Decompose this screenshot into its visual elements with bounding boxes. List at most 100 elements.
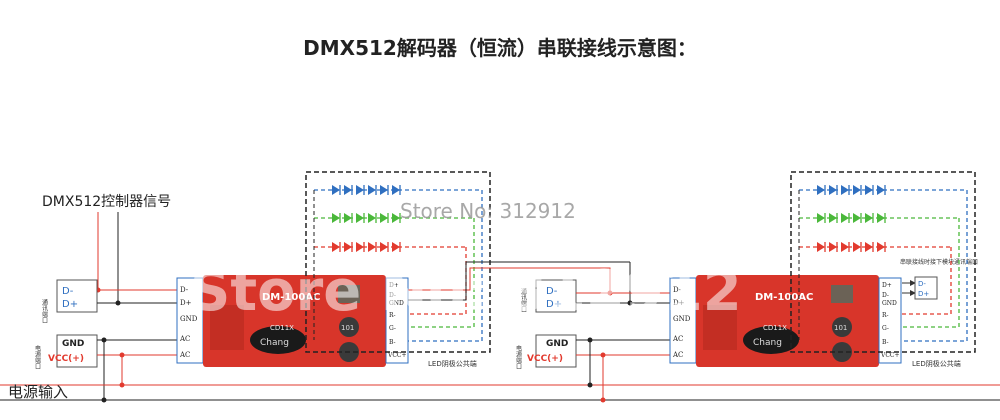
led-common-label-right: LED阴极公共端 <box>912 359 961 368</box>
power-port-label: 电源端口 <box>34 344 41 370</box>
led-diode-icon <box>344 242 352 252</box>
board2-brand-label: Chang <box>753 338 782 348</box>
board-brand-label: Chang <box>260 338 289 348</box>
comm2-pin-d-minus: D- <box>546 286 558 297</box>
pin-left-gnd: GND <box>180 315 198 323</box>
board2-chip-label: CD11X <box>763 324 787 332</box>
serial-note: 串联接线时接下模块通讯端口 <box>900 258 978 266</box>
led-diode-icon <box>853 213 861 223</box>
comm-pin-d-minus: D- <box>62 286 74 297</box>
controller-signal-label: DMX512控制器信号 <box>42 194 171 210</box>
led-strings-left <box>313 185 483 342</box>
pin2-left-ac2: AC <box>672 351 683 359</box>
comm-pin-d-plus: D+ <box>62 299 78 310</box>
led-diode-icon <box>356 185 364 195</box>
led-common-label-left: LED阴极公共端 <box>428 359 477 368</box>
led-diode-icon <box>853 242 861 252</box>
board-inductor-label: 101 <box>341 324 354 332</box>
pin-right-r: R- <box>389 312 396 319</box>
led-diode-icon <box>368 242 376 252</box>
pin2-left-d-minus: D- <box>673 286 682 294</box>
board-model-label: DM-100AC <box>262 292 320 303</box>
decoder-module-left: D- D+ 通讯端口 GND VCC(+) 电源端口 D- D+ GND AC … <box>34 171 491 400</box>
pin-right-gnd: GND <box>389 300 404 307</box>
led-diode-icon <box>853 185 861 195</box>
store-watermark: Store No: 312912 <box>400 199 576 223</box>
power-pin-vcc: VCC(+) <box>48 354 84 364</box>
led-strings-right <box>798 185 968 342</box>
led-diode-icon <box>392 242 400 252</box>
power2-port-label: 电源端口 <box>515 344 522 370</box>
pin2-right-r: R- <box>882 312 889 319</box>
led-diode-icon <box>817 185 825 195</box>
power2-pin-gnd: GND <box>546 339 568 349</box>
led-diode-icon <box>344 185 352 195</box>
led-diode-icon <box>877 185 885 195</box>
diagram-title: DMX512解码器（恒流）串联接线示意图： <box>303 36 697 60</box>
led-return-wire <box>901 190 968 342</box>
led-diode-icon <box>829 242 837 252</box>
power-input-label: 电源输入 <box>8 383 68 401</box>
pin-left-ac2: AC <box>179 351 190 359</box>
led-diode-icon <box>356 213 364 223</box>
led-diode-icon <box>865 213 873 223</box>
pin-right-d-minus: D- <box>389 292 396 299</box>
led-diode-icon <box>356 242 364 252</box>
led-diode-icon <box>380 242 388 252</box>
board-chip-label: CD11X <box>270 324 294 332</box>
next-pin-d-plus: D+ <box>918 290 929 298</box>
pin2-right-d-plus: D+ <box>882 282 892 289</box>
pin2-right-gnd: GND <box>882 300 897 307</box>
pin2-right-b: B- <box>882 339 889 346</box>
led-diode-icon <box>332 185 340 195</box>
pin-left-d-minus: D- <box>180 286 189 294</box>
led-diode-icon <box>841 213 849 223</box>
led-diode-icon <box>877 213 885 223</box>
led-diode-icon <box>817 242 825 252</box>
led-return-wire <box>408 218 475 328</box>
pin-right-g: G- <box>389 325 396 332</box>
pin2-left-ac1: AC <box>672 335 683 343</box>
pin-right-b: B- <box>389 339 396 346</box>
power2-pin-vcc: VCC(+) <box>527 354 563 364</box>
power-pin-gnd: GND <box>62 339 84 349</box>
pin-right-vcc: VCC+ <box>387 352 407 359</box>
led-diode-icon <box>877 242 885 252</box>
comm-port-label: 通讯端口 <box>41 298 48 324</box>
led-diode-icon <box>392 213 400 223</box>
led-diode-icon <box>829 213 837 223</box>
comm2-port-label: 通讯端口 <box>520 287 527 313</box>
led-return-wire <box>901 247 952 315</box>
led-diode-icon <box>841 185 849 195</box>
store-watermark-large: Store No: 312912 <box>190 259 742 324</box>
pin2-right-d-minus: D- <box>882 292 889 299</box>
led-diode-icon <box>332 213 340 223</box>
pin2-left-gnd: GND <box>673 315 691 323</box>
led-return-wire <box>408 190 483 342</box>
led-diode-icon <box>865 242 873 252</box>
led-diode-icon <box>817 213 825 223</box>
led-diode-icon <box>344 213 352 223</box>
pin-right-d-plus: D+ <box>389 282 399 289</box>
decoder-module-right: D- D+ 通讯端口 GND VCC(+) 电源端口 D- D+ GND AC … <box>408 171 978 400</box>
pin2-left-d-plus: D+ <box>673 299 685 307</box>
led-diode-icon <box>865 185 873 195</box>
next-pin-d-minus: D- <box>918 280 926 288</box>
led-diode-icon <box>368 213 376 223</box>
led-diode-icon <box>380 185 388 195</box>
pin-left-ac1: AC <box>179 335 190 343</box>
board2-model-label: DM-100AC <box>755 292 813 303</box>
led-return-wire <box>901 218 960 328</box>
led-diode-icon <box>380 213 388 223</box>
pin-left-d-plus: D+ <box>180 299 192 307</box>
led-diode-icon <box>368 185 376 195</box>
led-diode-icon <box>841 242 849 252</box>
led-diode-icon <box>829 185 837 195</box>
board2-inductor-label: 101 <box>834 324 847 332</box>
led-diode-icon <box>332 242 340 252</box>
led-diode-icon <box>392 185 400 195</box>
pin2-right-g: G- <box>882 325 889 332</box>
pin2-right-vcc: VCC+ <box>880 352 900 359</box>
comm2-pin-d-plus: D+ <box>546 299 562 310</box>
